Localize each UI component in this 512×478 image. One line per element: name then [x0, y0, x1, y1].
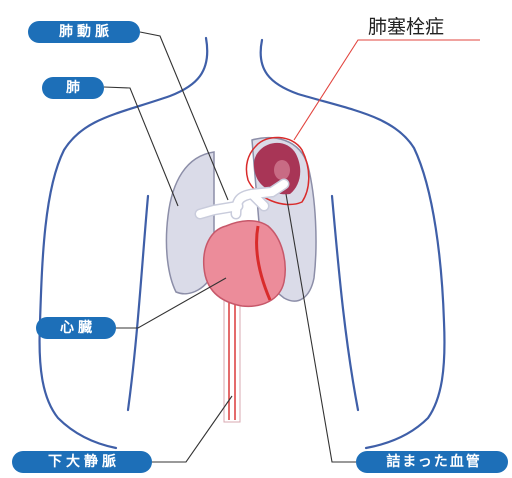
label-clogged-vessel: 詰まった血管: [356, 451, 508, 473]
label-pulmonary-artery: 肺動脈: [28, 21, 140, 43]
leader-line-heart: [116, 277, 227, 329]
leader-lines: [103, 31, 480, 463]
pulmonary-artery-core: [196, 180, 288, 218]
leader-line-clogged-vessel: [285, 193, 356, 463]
arm-inner-left: [126, 194, 150, 412]
lung-right-side-of-body: [165, 151, 215, 295]
label-inferior-vena-cava: 下大静脈: [12, 451, 152, 473]
body-outline-right: [259, 38, 446, 450]
body-outline: [38, 36, 446, 450]
leader-line-title: [293, 39, 480, 141]
label-heart: 心臓: [36, 317, 116, 339]
leader-line-inferior-vena-cava: [150, 395, 233, 463]
heart: [202, 220, 286, 308]
arm-inner-right: [330, 194, 360, 412]
body-outline-left: [38, 36, 209, 450]
clot-outline: [245, 136, 310, 206]
clot-highlight: [274, 160, 290, 180]
coronary-vessel: [255, 225, 272, 301]
leader-line-pulmonary-artery: [139, 31, 229, 201]
label-lung: 肺: [42, 77, 104, 99]
heart-shape: [202, 220, 286, 308]
inferior-vena-cava: [223, 295, 241, 423]
leader-line-lung: [103, 86, 179, 207]
condition-title: 肺塞栓症: [368, 16, 445, 38]
